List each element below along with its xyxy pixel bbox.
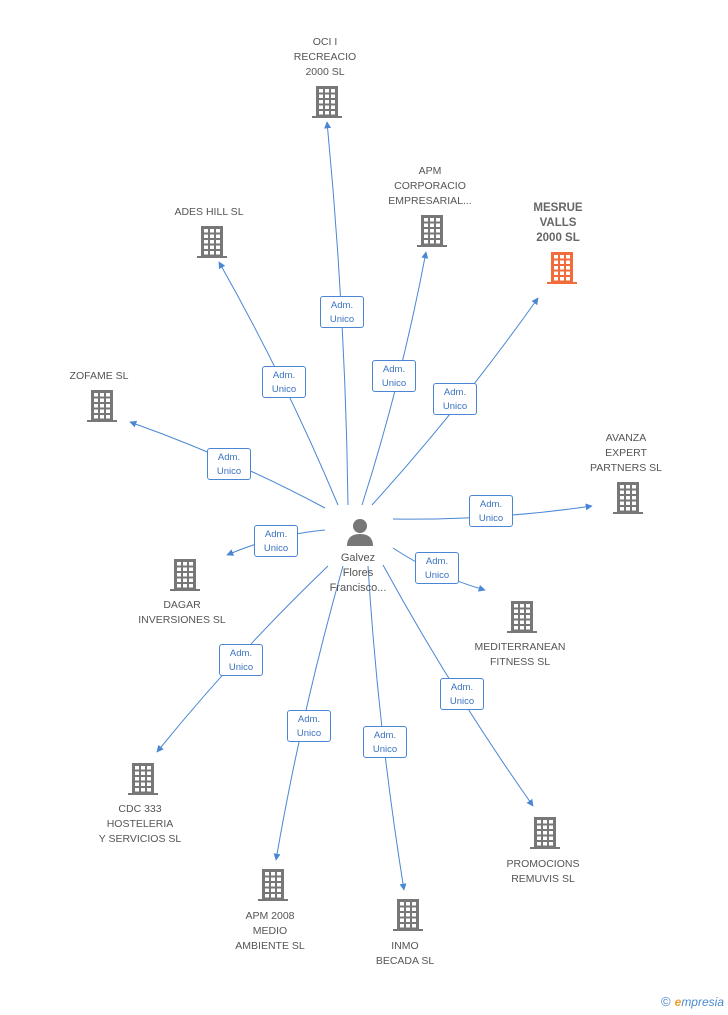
role-badge-zofame[interactable]: Adm. Unico: [207, 448, 251, 480]
company-label-apm-corp[interactable]: APM CORPORACIO EMPRESARIAL...: [388, 165, 472, 207]
role-badge-promocions[interactable]: Adm. Unico: [440, 678, 484, 710]
role-badge-apm-corp[interactable]: Adm. Unico: [372, 360, 416, 392]
footer-brand[interactable]: ©empresia: [661, 994, 724, 1009]
company-label-zofame[interactable]: ZOFAME SL: [69, 370, 129, 382]
company-label-ades[interactable]: ADES HILL SL: [174, 206, 244, 218]
building-icon[interactable]: [613, 482, 643, 514]
role-badge-mediterranean[interactable]: Adm. Unico: [415, 552, 459, 584]
center-person-name[interactable]: Galvez Flores Francisco...: [329, 552, 387, 594]
role-badge-mesrue[interactable]: Adm. Unico: [433, 383, 477, 415]
building-icon[interactable]: [417, 215, 447, 247]
role-badge-cdc[interactable]: Adm. Unico: [219, 644, 263, 676]
building-icon[interactable]: [258, 869, 288, 901]
role-badge-apm2008[interactable]: Adm. Unico: [287, 710, 331, 742]
company-label-mediterranean[interactable]: MEDITERRANEAN FITNESS SL: [474, 641, 566, 668]
company-label-mesrue[interactable]: MESRUE VALLS 2000 SL: [533, 202, 583, 244]
brand-name: mpresia: [681, 995, 724, 1009]
building-icon[interactable]: [507, 601, 537, 633]
building-icon[interactable]: [170, 559, 200, 591]
company-label-cdc[interactable]: CDC 333 HOSTELERIA Y SERVICIOS SL: [98, 803, 182, 845]
role-badge-inmo[interactable]: Adm. Unico: [363, 726, 407, 758]
building-icon[interactable]: [128, 763, 158, 795]
role-badge-ades[interactable]: Adm. Unico: [262, 366, 306, 398]
brand-initial: e: [674, 995, 682, 1009]
role-badge-avanza[interactable]: Adm. Unico: [469, 495, 513, 527]
company-label-promocions[interactable]: PROMOCIONS REMUVIS SL: [506, 858, 580, 885]
company-label-inmo[interactable]: INMO BECADA SL: [375, 940, 435, 967]
role-badge-dagar[interactable]: Adm. Unico: [254, 525, 298, 557]
building-icon[interactable]: [393, 899, 423, 931]
person-icon[interactable]: [347, 519, 373, 546]
company-label-oci[interactable]: OCI I RECREACIO 2000 SL: [293, 36, 357, 78]
building-icon[interactable]: [547, 252, 577, 284]
company-label-avanza[interactable]: AVANZA EXPERT PARTNERS SL: [590, 432, 662, 474]
company-label-dagar[interactable]: DAGAR INVERSIONES SL: [138, 599, 226, 626]
building-icon[interactable]: [530, 817, 560, 849]
building-icon[interactable]: [312, 86, 342, 118]
copyright-symbol: ©: [661, 994, 671, 1009]
role-badge-oci[interactable]: Adm. Unico: [320, 296, 364, 328]
company-label-apm2008[interactable]: APM 2008 MEDIO AMBIENTE SL: [235, 910, 305, 952]
building-icon[interactable]: [87, 390, 117, 422]
building-icon[interactable]: [197, 226, 227, 258]
